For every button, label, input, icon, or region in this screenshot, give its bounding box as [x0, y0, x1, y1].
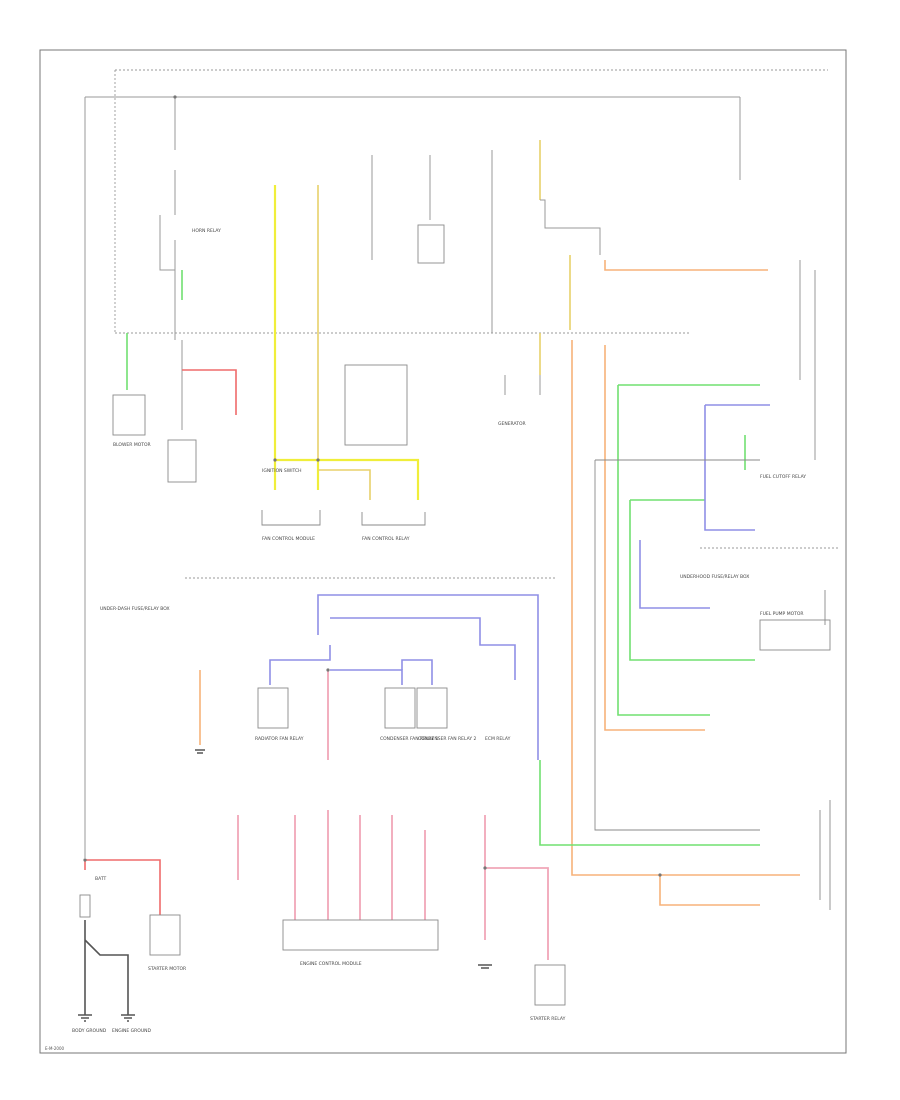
ground-symbols [78, 749, 492, 1022]
fan-control-bracket [261, 510, 321, 526]
wire-right-drop [799, 260, 816, 460]
wire-yellow-bus [275, 458, 420, 500]
wire-blue-cond-2 [401, 659, 433, 685]
engine-control-module [282, 919, 439, 951]
fan-relay-bracket [361, 512, 426, 526]
wire-orange-ecm [659, 875, 760, 906]
horn-switch-box [167, 439, 197, 483]
wire-green-long [539, 760, 760, 846]
wire-blue-ecm-top [317, 594, 539, 760]
condenser-fan-motor-1 [384, 687, 416, 729]
wire-orange-main [604, 260, 768, 271]
wire-red-horn [182, 369, 237, 415]
label-starter-relay: STARTER RELAY [530, 1016, 566, 1022]
wire-blue-fuel [639, 540, 710, 609]
label-underhood-box: UNDERHOOD FUSE/RELAY BOX [680, 574, 749, 580]
label-fuel-pump: FUEL PUMP MOTOR [760, 611, 804, 617]
diagram-frame [39, 49, 847, 1054]
wire-blue-loop [704, 404, 770, 531]
starter-motor [149, 914, 181, 956]
wire-blue-radiator [269, 645, 331, 685]
battery-symbol [79, 894, 91, 918]
wire-red-battery [84, 859, 161, 915]
label-ecm: ENGINE CONTROL MODULE [300, 961, 362, 967]
label-condenser-1: CONDENSER FAN RELAY 1 [380, 736, 439, 742]
label-engine-ground: ENGINE GROUND [112, 1028, 151, 1034]
wire-horn-low [174, 300, 183, 430]
wire-green-right [617, 385, 710, 716]
footer-code: E-M-2000 [45, 1046, 65, 1051]
label-radiator-fan: RADIATOR FAN RELAY [255, 736, 304, 742]
wire-orange-mid [604, 345, 705, 731]
label-under-dash-box: UNDER-DASH FUSE/RELAY BOX [100, 606, 170, 612]
starter-relay [534, 964, 566, 1006]
label-condenser-2: CONDENSER FAN RELAY 2 [418, 736, 477, 742]
label-blower-motor: BLOWER MOTOR [113, 442, 151, 448]
label-body-ground: BODY GROUND [72, 1028, 107, 1034]
blower-motor [112, 394, 146, 436]
wire-gen-ground [504, 375, 541, 395]
label-battery: BATT [95, 876, 106, 882]
wire-blue-cond-1 [330, 669, 403, 685]
wire-black-ground [84, 920, 129, 1015]
wire-orange-long [571, 340, 800, 876]
label-horn-relay: HORN RELAY [192, 228, 221, 234]
pgm-fi-main-relay [344, 364, 408, 446]
label-ecm-relay: ECM RELAY [485, 736, 511, 742]
wire-gen-bus [540, 199, 601, 255]
wire-horn-relay [159, 215, 176, 300]
label-ignition: IGNITION SWITCH [262, 468, 302, 474]
label-generator: GENERATOR [498, 421, 526, 427]
wire-tan-2 [318, 469, 371, 500]
label-fuel-cutoff: FUEL CUTOFF RELAY [760, 474, 806, 480]
label-fan-control-relay: FAN CONTROL RELAY [362, 536, 410, 542]
wire-green-mid [629, 500, 755, 661]
label-starter-motor: STARTER MOTOR [148, 966, 186, 972]
label-fan-control: FAN CONTROL MODULE [262, 536, 315, 542]
wire-pink-8 [485, 867, 549, 960]
condenser-fan-motor-2 [416, 687, 448, 729]
condenser-fan-relay-top [417, 224, 445, 264]
wire-blue-relay [330, 617, 516, 680]
radiator-fan-motor [257, 687, 289, 729]
fuel-cutoff-relay-box [759, 619, 831, 651]
relay-right-bracket [594, 459, 760, 831]
junction-dots [83, 95, 662, 877]
